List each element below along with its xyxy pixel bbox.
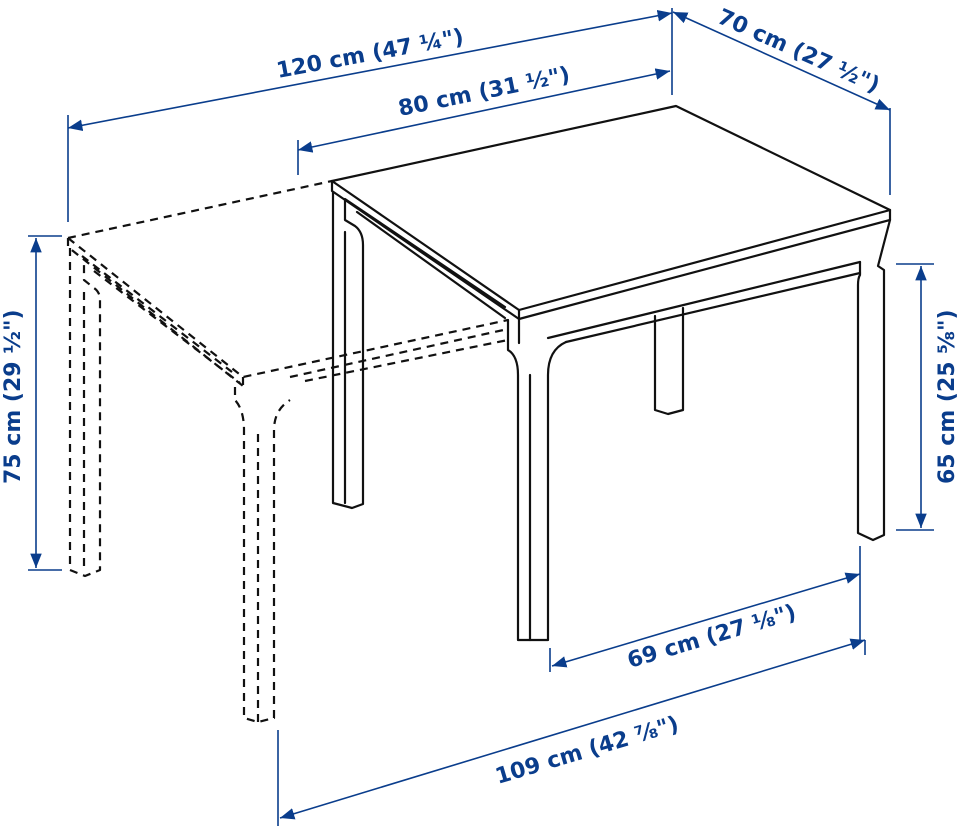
table-extension-dashed [66,179,509,724]
label-depth: 70 cm (27 ½") [714,5,884,99]
label-height: 75 cm (29 ½") [1,309,26,484]
label-leg-span-long: 109 cm (42 ⅞") [493,712,682,790]
dimension-lines [28,8,934,826]
label-length: 80 cm (31 ½") [396,63,572,122]
label-extended-length: 120 cm (47 ¼") [275,25,466,84]
table-solid [330,104,892,642]
label-apron-height: 65 cm (25 ⅝") [935,309,960,484]
